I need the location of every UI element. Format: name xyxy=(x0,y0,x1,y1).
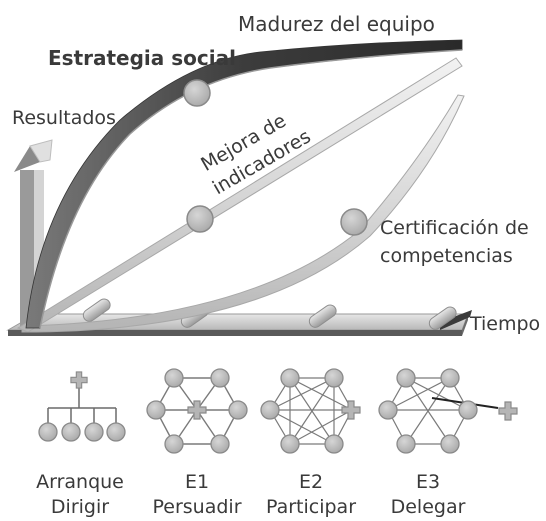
certificacion-label-line2: competencias xyxy=(380,245,513,267)
resultados-label: Resultados xyxy=(12,107,116,129)
stage-2-title: E2 xyxy=(299,471,323,493)
leader-plus-icon xyxy=(341,400,361,420)
competencias-node xyxy=(340,208,368,236)
certificacion-label-line1: Certificación de xyxy=(380,217,529,239)
indicadores-band xyxy=(16,57,463,333)
stage-e1-nodes xyxy=(146,368,248,454)
indicadores-node xyxy=(186,205,214,233)
stage-0-title: Arranque xyxy=(36,471,124,493)
stage-3-title: E3 xyxy=(416,471,440,493)
competencias-band xyxy=(21,94,465,333)
stage-arranque-diagram xyxy=(47,388,117,424)
stage-e3-diagram xyxy=(387,377,469,445)
results-axis xyxy=(14,139,53,330)
leader-plus-icon xyxy=(498,401,518,421)
stage-e2-nodes xyxy=(260,368,344,454)
estrategia-label: Estrategia social xyxy=(48,46,236,70)
stage-3-subtitle: Delegar xyxy=(391,496,466,518)
stage-arranque-nodes xyxy=(38,422,126,442)
stage-2-subtitle: Participar xyxy=(266,496,356,518)
stage-e2-diagram xyxy=(269,377,353,445)
madurez-label: Madurez del equipo xyxy=(238,12,435,36)
time-arrow xyxy=(440,310,472,330)
stage-1-title: E1 xyxy=(185,471,209,493)
curve-nodes xyxy=(183,79,368,236)
stage-1-subtitle: Persuadir xyxy=(152,496,241,518)
tiempo-label: Tiempo xyxy=(469,313,540,335)
stage-0-subtitle: Dirigir xyxy=(51,496,109,518)
leader-plus-icon xyxy=(187,400,207,420)
leader-plus-icon xyxy=(70,371,88,389)
madurez-node xyxy=(183,79,211,107)
stage-e3-nodes xyxy=(378,368,478,454)
stage-pipes xyxy=(82,298,457,330)
